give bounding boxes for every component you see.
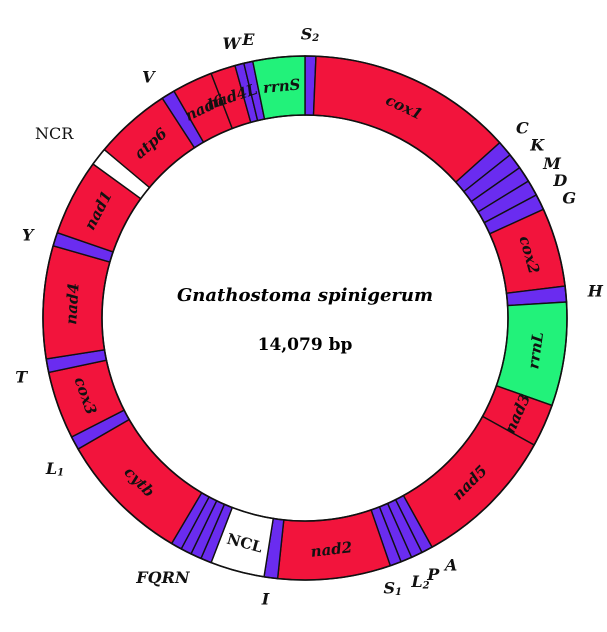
trna-label-p: P bbox=[426, 565, 440, 584]
trna-label-l1: L1 bbox=[45, 459, 64, 478]
genome-title: Gnathostoma spinigerum bbox=[177, 285, 433, 306]
trna-label-fqrn: FQRN bbox=[135, 568, 191, 587]
trna-label-a: A bbox=[443, 556, 457, 575]
gene-label-nad4: nad4 bbox=[62, 282, 83, 325]
ring-outer-border bbox=[42, 55, 568, 581]
trna-label-ncr: NCR bbox=[35, 124, 74, 143]
genome-size: 14,079 bp bbox=[258, 335, 353, 355]
trna-label-t: T bbox=[15, 368, 28, 387]
trna-label-m: M bbox=[542, 154, 562, 173]
trna-label-w: W bbox=[223, 34, 243, 53]
trna-label-k: K bbox=[529, 136, 545, 155]
gene-label-nad2: nad2 bbox=[310, 538, 353, 561]
trna-label-y: Y bbox=[22, 225, 35, 244]
trna-label-c: C bbox=[516, 118, 529, 137]
trna-label-h: H bbox=[587, 281, 604, 300]
trna-label-g: G bbox=[562, 188, 576, 207]
trna-label-s2: S2 bbox=[301, 25, 320, 44]
gene-ring bbox=[42, 55, 568, 581]
trna-label-e: E bbox=[241, 30, 255, 49]
trna-label-i: I bbox=[261, 590, 270, 609]
gene-label-rrnl: rrnL bbox=[524, 331, 547, 370]
trna-label-v: V bbox=[142, 68, 156, 87]
segment-cox1 bbox=[312, 55, 501, 184]
trna-label-d: D bbox=[552, 171, 567, 190]
trna-label-s1: S1 bbox=[383, 579, 402, 598]
gene-label-rrns: rrnS bbox=[262, 75, 301, 97]
ring-inner-border bbox=[101, 114, 509, 522]
